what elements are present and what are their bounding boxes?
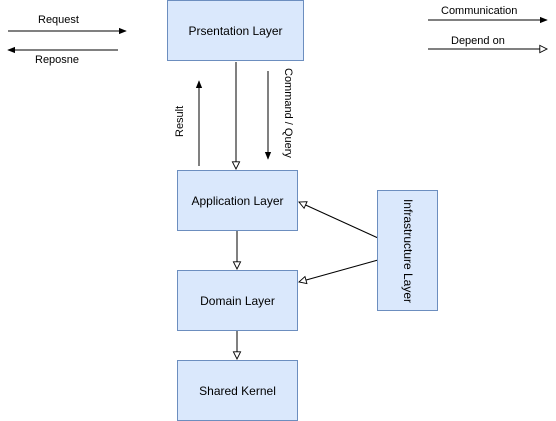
presentation-layer-box: Prsentation Layer (167, 0, 304, 61)
shared-kernel-box: Shared Kernel (177, 360, 298, 421)
shared-kernel-label: Shared Kernel (199, 383, 276, 398)
result-label: Result (174, 105, 186, 137)
infrastructure-layer-box: Infrastructure Layer (377, 190, 438, 311)
legend-response-label: Reposne (35, 54, 80, 66)
application-layer-box: Application Layer (177, 170, 298, 231)
domain-layer-label: Domain Layer (200, 293, 275, 308)
infrastructure-layer-label: Infrastructure Layer (401, 198, 415, 304)
legend-request-label: Request (38, 14, 79, 26)
legend-depend-on-label: Depend on (451, 35, 505, 47)
command-query-label: Command / Query (282, 68, 294, 158)
legend-communication-label: Communication (441, 5, 518, 17)
infrastructure-to-domain-connector (299, 259, 379, 282)
infrastructure-to-application-connector (299, 202, 379, 239)
application-layer-label: Application Layer (191, 193, 284, 208)
presentation-layer-label: Prsentation Layer (188, 23, 283, 38)
domain-layer-box: Domain Layer (177, 270, 298, 331)
